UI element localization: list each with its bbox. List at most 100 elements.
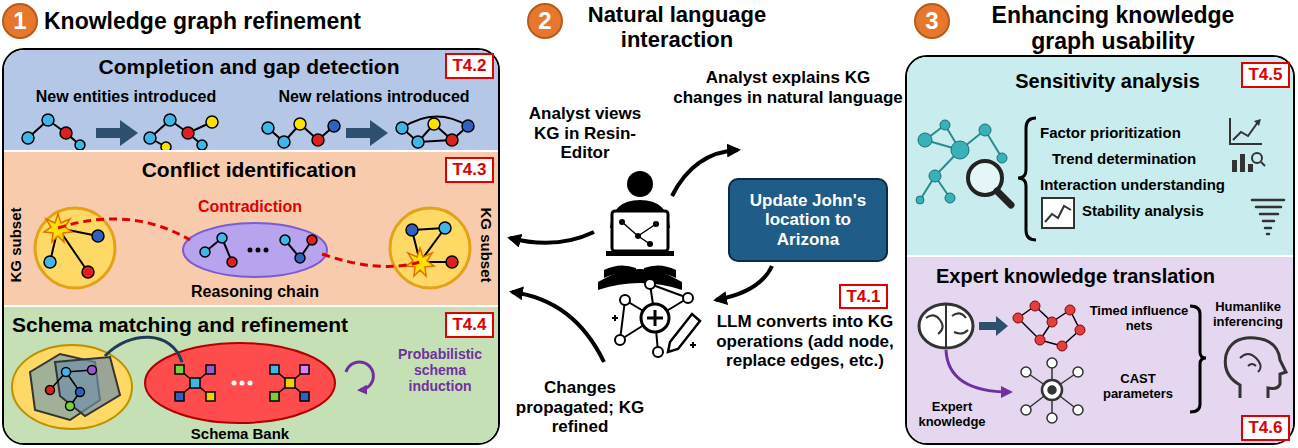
item-label: New entities introduced	[6, 88, 246, 106]
band-title: Conflict identification	[54, 158, 444, 182]
section-panel: Knowledge graph refinement Completion an…	[2, 48, 500, 445]
illustration-part	[428, 118, 440, 130]
illustration-part	[412, 136, 424, 148]
illustration-part	[650, 284, 688, 298]
illustration-part	[997, 153, 1007, 163]
illustration-part	[1021, 405, 1031, 415]
illustration-part	[979, 124, 991, 136]
illustration-part	[1233, 122, 1258, 140]
illustration-part	[1035, 335, 1045, 345]
illustration-part	[945, 193, 955, 203]
illustration-part	[35, 208, 470, 288]
illustration-part	[926, 305, 968, 347]
step-number-text: 1	[13, 7, 26, 35]
illustration-part	[270, 392, 279, 401]
illustration-part	[328, 120, 340, 132]
illustration-part	[979, 316, 1008, 336]
illustration-part	[144, 114, 218, 150]
task-tag: T4.5	[1241, 62, 1290, 88]
illustration-part	[396, 122, 408, 134]
illustration-part	[1075, 325, 1085, 335]
illustration-part	[22, 114, 85, 150]
illustration-part	[1267, 233, 1269, 236]
illustration-part	[654, 310, 657, 326]
illustration-part	[510, 232, 594, 243]
illustration-part	[232, 381, 237, 386]
task-band: Schema matching and refinementProbabilis…	[4, 307, 498, 443]
illustration-part	[920, 125, 1002, 200]
illustration-part	[161, 142, 171, 150]
illustration-part	[1232, 160, 1237, 172]
band-title: Expert knowledge translation	[918, 265, 1233, 288]
illustration-part	[55, 357, 120, 416]
illustration-part	[644, 265, 676, 278]
illustration-part	[105, 337, 182, 362]
illustration-part	[1018, 306, 1080, 346]
task-tag: T4.1	[839, 284, 888, 309]
illustration-part	[60, 127, 72, 139]
step-number: 2	[527, 3, 563, 39]
illustration-part	[312, 134, 324, 146]
illustration-part	[300, 365, 309, 374]
illustration-part	[1254, 119, 1261, 126]
item-label: Humanlike inferencing	[1206, 300, 1290, 330]
illustration-part	[264, 248, 269, 253]
illustration-part	[627, 171, 653, 197]
illustration-part	[1248, 164, 1253, 172]
illustration-part	[58, 219, 190, 240]
item-label: Probabilistic schema induction	[384, 346, 496, 394]
illustration-part	[647, 241, 653, 247]
illustration-part	[62, 368, 71, 377]
illustration-part	[295, 253, 305, 263]
illustration-part	[144, 132, 156, 144]
illustration-part	[1057, 341, 1067, 351]
illustration-part	[206, 116, 218, 128]
illustration-part	[200, 247, 210, 257]
task-id: T4.1	[846, 287, 880, 307]
illustration-part	[12, 345, 132, 429]
step-number: 1	[2, 3, 38, 39]
task-id: T4.3	[452, 160, 486, 180]
illustration-part	[294, 118, 306, 130]
illustration-part	[346, 120, 388, 146]
illustration-part	[1073, 405, 1083, 415]
illustration-part	[145, 343, 335, 423]
illustration-part	[635, 233, 641, 239]
illustration-part	[248, 381, 253, 386]
illustration-part	[406, 224, 418, 236]
analyst-icon	[598, 171, 682, 290]
illustration-part	[197, 140, 207, 150]
illustration-part	[183, 223, 327, 277]
illustration-part	[262, 118, 340, 148]
command-box: Update John's location to Arizona	[728, 178, 888, 262]
task-tag: T4.2	[445, 53, 494, 79]
illustration-part	[1252, 199, 1284, 202]
illustration-part	[612, 211, 668, 251]
illustration-part	[918, 133, 932, 147]
illustration-part	[1047, 317, 1057, 327]
illustration-part	[206, 392, 215, 401]
illustration-part	[1256, 206, 1281, 209]
illustration-part	[1240, 354, 1261, 372]
task-tag: T4.6	[1241, 415, 1290, 441]
illustration-part	[307, 235, 317, 245]
illustration-part	[641, 304, 669, 332]
illustration-part	[270, 365, 279, 374]
illustration-part	[88, 366, 97, 375]
illustration-part	[604, 265, 636, 278]
band-title: Sensitivity analysis	[985, 70, 1230, 93]
section-panel: Enhancing knowledge graph usability Sens…	[905, 55, 1295, 445]
illustration-part	[12, 337, 373, 429]
illustration-part	[919, 304, 973, 348]
illustration-part	[1073, 367, 1083, 377]
step-caption: Analyst views KG in Resin-Editor	[515, 104, 655, 163]
task-band: Completion and gap detectionNew entities…	[4, 50, 498, 150]
illustration-part	[916, 118, 1284, 240]
illustration-part	[1021, 358, 1083, 423]
illustration-part	[1030, 301, 1040, 311]
illustration-part	[175, 365, 184, 374]
illustration-part	[200, 233, 317, 267]
illustration-part	[951, 141, 969, 159]
section-heading: Enhancing knowledge graph usability	[958, 2, 1268, 55]
